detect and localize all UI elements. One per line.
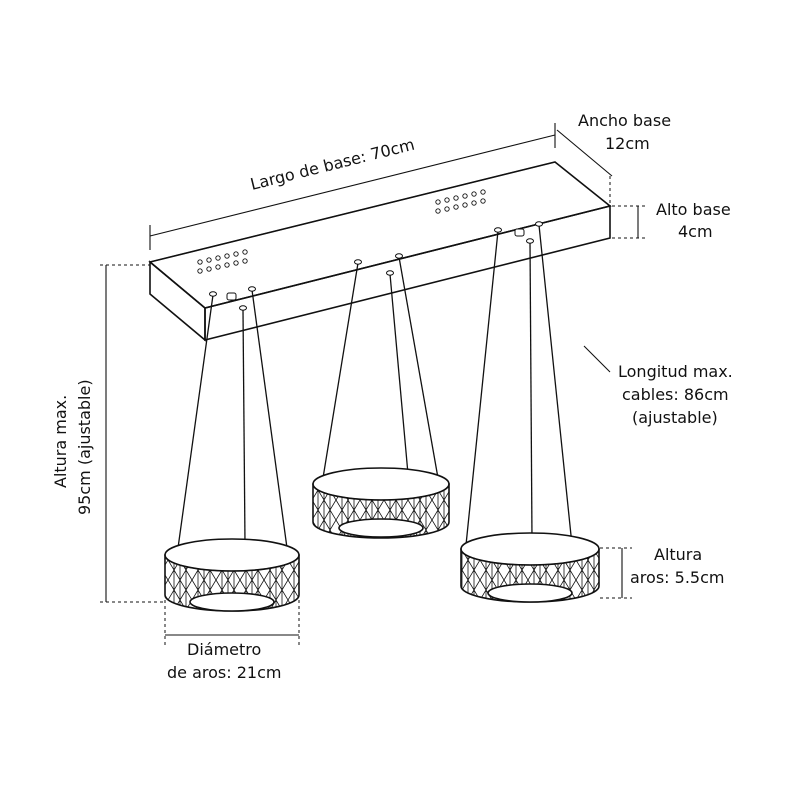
cables [177,224,573,549]
base-width-dimension [556,129,613,206]
ring-left [164,538,300,612]
max-height-label-line1: Altura max. [51,395,70,488]
cable-anchors [209,221,543,311]
base-length-dimension [149,123,556,250]
ring-diameter-label-line1: Diámetro [187,640,261,659]
base-length-label: Largo de base: 70cm [248,135,416,194]
cable-label-line3: (ajustable) [632,408,718,427]
base-width-label-line1: Ancho base [578,111,671,130]
base-height-label-line1: Alto base [656,200,731,219]
vent-holes-right [435,189,486,214]
ring-height-label-line2: aros: 5.5cm [630,568,724,587]
vent-holes-left [197,249,248,274]
base-height-dimension [612,205,648,239]
ring-middle [312,467,450,539]
base-height-label-line2: 4cm [678,222,713,241]
ring-height-dimension [600,547,632,599]
ring-height-label-line1: Altura [654,545,702,564]
ring-diameter-dimension [164,600,300,645]
ring-right [460,532,600,603]
ceiling-base [148,161,612,342]
cable-label-line2: cables: 86cm [622,385,729,404]
max-height-dimension [100,264,165,603]
max-height-label-line2: 95cm (ajustable) [75,379,94,515]
cable-label-line1: Longitud max. [618,362,733,381]
base-width-label-line2: 12cm [605,134,650,153]
ring-diameter-label-line2: de aros: 21cm [167,663,281,682]
cable-callout-line [583,345,611,373]
